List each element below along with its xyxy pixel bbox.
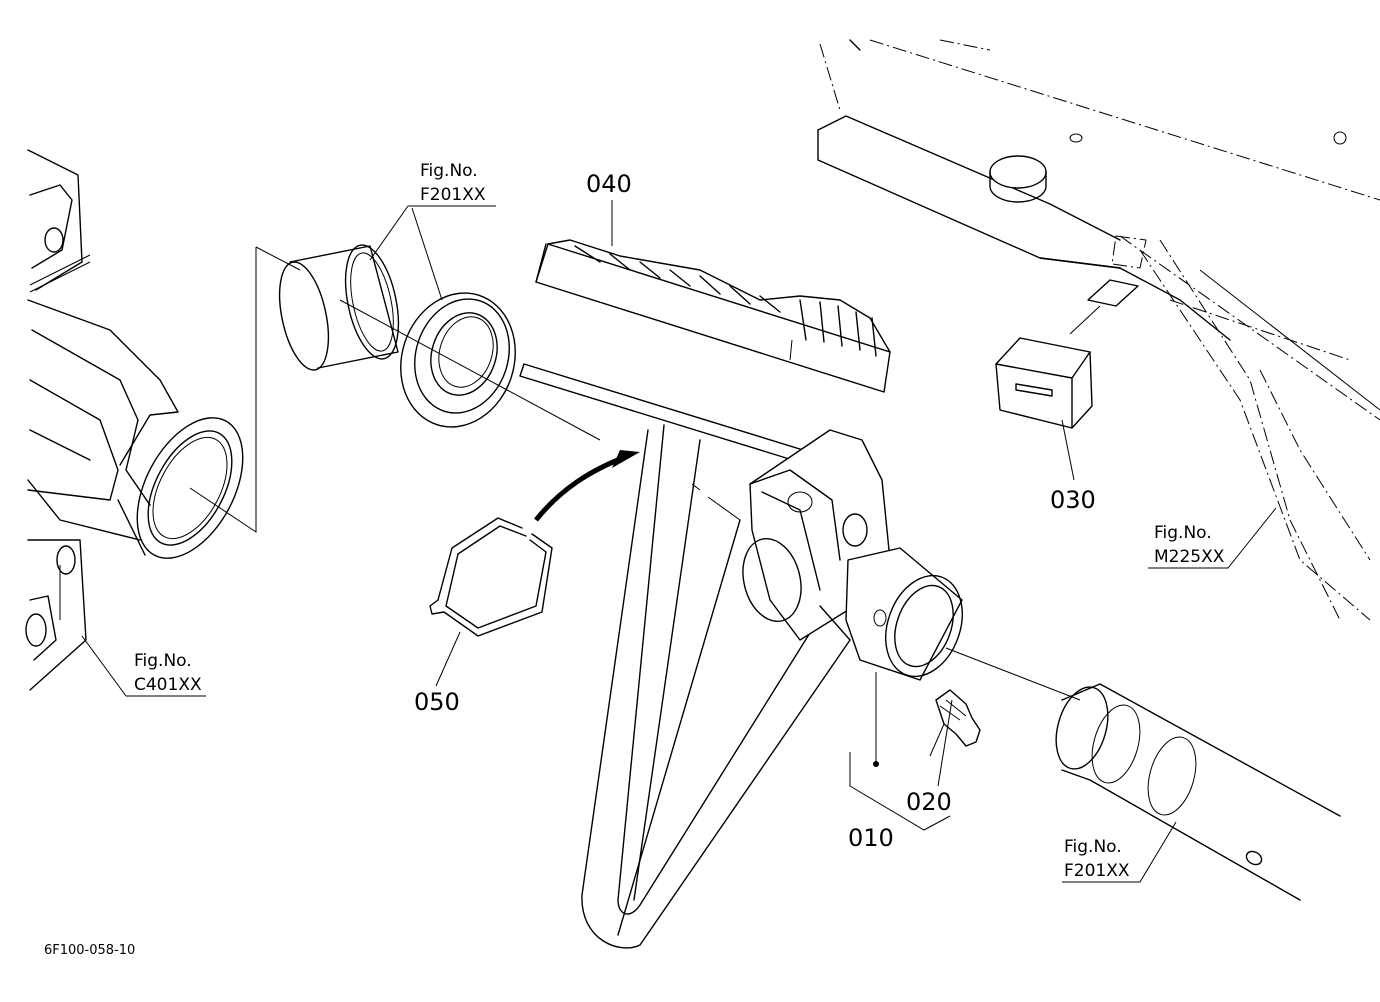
callout-050: 050 [414, 688, 460, 716]
grease-nipple-part [929, 689, 981, 757]
left-housing-assembly [25, 149, 244, 691]
fig-ref-f201-top-label: Fig.No. [420, 161, 478, 181]
upper-frame-assembly [817, 39, 1380, 621]
brake-pedal-part [581, 424, 963, 949]
callout-040: 040 [586, 170, 632, 198]
snap-ring-part [429, 450, 640, 637]
fig-ref-f201-bottom-code: F201XX [1064, 861, 1130, 881]
callout-010: 010 [848, 824, 894, 852]
callout-020: 020 [906, 788, 952, 816]
fig-ref-m225-label: Fig.No. [1154, 523, 1212, 543]
leader-lines [81, 200, 1277, 883]
rubber-cap-part [995, 305, 1101, 429]
fig-ref-m225-code: M225XX [1154, 547, 1225, 567]
pedal-pad-part [535, 239, 891, 393]
drawing-code: 6F100-058-10 [44, 943, 135, 958]
bushing-assembly-lines [189, 246, 601, 533]
fig-ref-c401-code: C401XX [134, 675, 202, 695]
fig-ref-f201-bottom-label: Fig.No. [1064, 837, 1122, 857]
fig-ref-c401-label: Fig.No. [134, 651, 192, 671]
oil-seal-part [400, 292, 516, 428]
cross-shaft-part [945, 647, 1341, 901]
callout-030: 030 [1050, 486, 1096, 514]
bushing-part [278, 244, 400, 371]
fig-ref-f201-top-code: F201XX [420, 185, 486, 205]
